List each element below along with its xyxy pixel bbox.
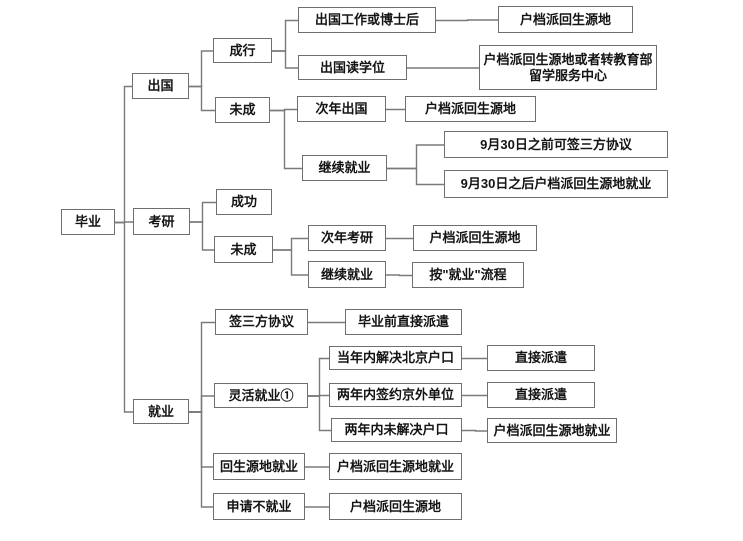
flow-node-result-paihui-1: 户档派回生源地 [498,6,633,33]
connector-chengxing-to-chuguo-gongzuo [272,19,298,52]
connector-biye-to-jiuye [115,221,133,413]
flow-node-label: 出国 [147,78,174,94]
flow-node-label: 户档派回生源地就业 [336,458,454,474]
flow-node-label: 户档派回生源地 [349,498,441,514]
flow-node-result-paihui-2: 户档派回生源地 [405,96,536,122]
flow-node-jixu-jiuye-2: 继续就业 [308,261,386,288]
flow-node-result-anjiuye: 按"就业"流程 [412,262,524,288]
flow-node-label: 继续就业 [318,160,371,176]
flow-node-label: 当年内解决北京户口 [336,350,454,366]
flow-node-label: 两年内未解决户口 [344,422,449,438]
connector-chengxing-to-chuguo-xuewei [272,50,298,69]
flow-node-label: 直接派遣 [514,387,567,403]
flow-node-linghuo-jiuye: 灵活就业① [214,383,308,408]
flow-node-weicheng-chuguo: 未成 [215,97,270,123]
flow-node-liangnian-weijiejue: 两年内未解决户口 [331,418,462,442]
flow-node-label: 户档派回生源地或者转教育部 留学服务中心 [483,51,653,83]
flow-node-result-paihui-jy-2: 户档派回生源地就业 [329,453,462,480]
flow-node-result-930-hou: 9月30日之后户档派回生源地就业 [444,170,668,198]
flow-node-label: 9月30日之后户档派回生源地就业 [460,176,652,192]
connector-jiuye-to-shenqing-bujiuye [189,411,213,508]
connector-linghuo-jiuye-to-liangnian-weijiejue [308,395,331,432]
flow-node-label: 户档派回生源地就业 [493,422,611,438]
flow-node-result-zhijie-2: 直接派遣 [487,382,595,408]
flow-node-weicheng-kaoyan: 未成 [214,236,273,263]
flow-node-label: 成行 [229,42,256,58]
flow-node-result-paihui-jy-1: 户档派回生源地就业 [487,418,617,443]
flow-node-label: 户档派回生源地 [424,101,516,117]
connector-jixu-jiuye-2-to-result-anjiuye [386,274,412,277]
flow-node-chenggong: 成功 [216,189,272,215]
flow-node-chuguo-xuewei: 出国读学位 [298,55,407,80]
flow-node-label: 两年内签约京外单位 [336,387,454,403]
connector-weicheng-kaoyan-to-jixu-jiuye-2 [273,249,308,276]
flow-node-chengxing: 成行 [213,38,272,63]
flow-node-label: 签三方协议 [228,314,294,330]
flow-node-label: 成功 [230,194,257,210]
flow-node-label: 回生源地就业 [219,458,298,474]
flow-node-label: 未成 [230,241,257,257]
flow-node-kaoyan: 考研 [133,208,190,235]
flow-node-hui-shengyuandi: 回生源地就业 [213,453,305,480]
flow-node-chuguo-gongzuo: 出国工作或博士后 [298,7,436,33]
flow-node-label: 按"就业"流程 [429,267,507,283]
flow-node-result-liuxue: 户档派回生源地或者转教育部 留学服务中心 [479,45,657,90]
connector-chuguo-to-weicheng-chuguo [189,85,215,112]
flow-node-label: 未成 [229,102,256,118]
flow-node-jiuye: 就业 [133,399,189,424]
flow-node-jixu-jiuye-1: 继续就业 [302,155,387,181]
flow-node-label: 出国工作或博士后 [314,12,419,28]
flow-node-label: 次年出国 [315,101,368,117]
connector-kaoyan-to-weicheng-kaoyan [190,221,214,251]
flow-node-label: 9月30日之前可签三方协议 [480,136,632,152]
flow-node-qian-sanfang: 签三方协议 [215,309,308,335]
flow-node-label: 毕业前直接派遣 [357,314,449,330]
flow-node-chuguo: 出国 [132,73,189,99]
connector-linghuo-jiuye-to-dangnian-hukou [308,357,329,397]
connector-jiuye-to-linghuo-jiuye [189,395,214,413]
flow-node-cinian-kaoyan: 次年考研 [308,225,386,251]
connector-weicheng-kaoyan-to-cinian-kaoyan [273,237,308,251]
flow-node-result-paihui-3: 户档派回生源地 [413,225,537,251]
connector-biye-to-chuguo [115,85,132,224]
flow-node-dangnian-hukou: 当年内解决北京户口 [329,346,462,370]
flow-node-label: 申请不就业 [226,498,292,514]
connector-kaoyan-to-chenggong [190,201,216,223]
flow-node-label: 户档派回生源地 [519,11,611,27]
flow-node-shenqing-bujiuye: 申请不就业 [213,493,305,520]
flow-node-label: 灵活就业① [228,387,294,403]
connector-weicheng-chuguo-to-jixu-jiuye-1 [270,109,302,170]
flow-node-label: 考研 [148,213,175,229]
flow-node-result-zhijie-1: 直接派遣 [487,345,595,371]
flow-node-result-930-qian: 9月30日之前可签三方协议 [444,131,668,158]
connector-chuguo-to-chengxing [189,50,213,88]
flow-node-label: 毕业 [74,214,101,230]
flow-node-label: 户档派回生源地 [429,230,521,246]
flow-node-label: 继续就业 [320,266,373,282]
connector-jixu-jiuye-1-to-result-930-hou [387,167,444,186]
connector-chuguo-gongzuo-to-result-paihui-1 [436,19,498,22]
flow-node-label: 次年考研 [320,230,373,246]
flow-node-label: 直接派遣 [514,350,567,366]
flow-node-biye: 毕业 [61,209,115,235]
flow-node-result-zhijie-0: 毕业前直接派遣 [345,309,462,335]
flow-node-label: 就业 [147,403,174,419]
flow-node-liangnian-qianyue: 两年内签约京外单位 [329,383,462,407]
flow-node-cinian-chuguo: 次年出国 [297,96,386,122]
connector-jixu-jiuye-1-to-result-930-qian [387,144,444,170]
connector-liangnian-weijiejue-to-result-paihui-jy-1 [462,429,487,432]
flow-node-label: 出国读学位 [319,59,385,75]
flow-node-result-paihui-4: 户档派回生源地 [329,493,462,520]
